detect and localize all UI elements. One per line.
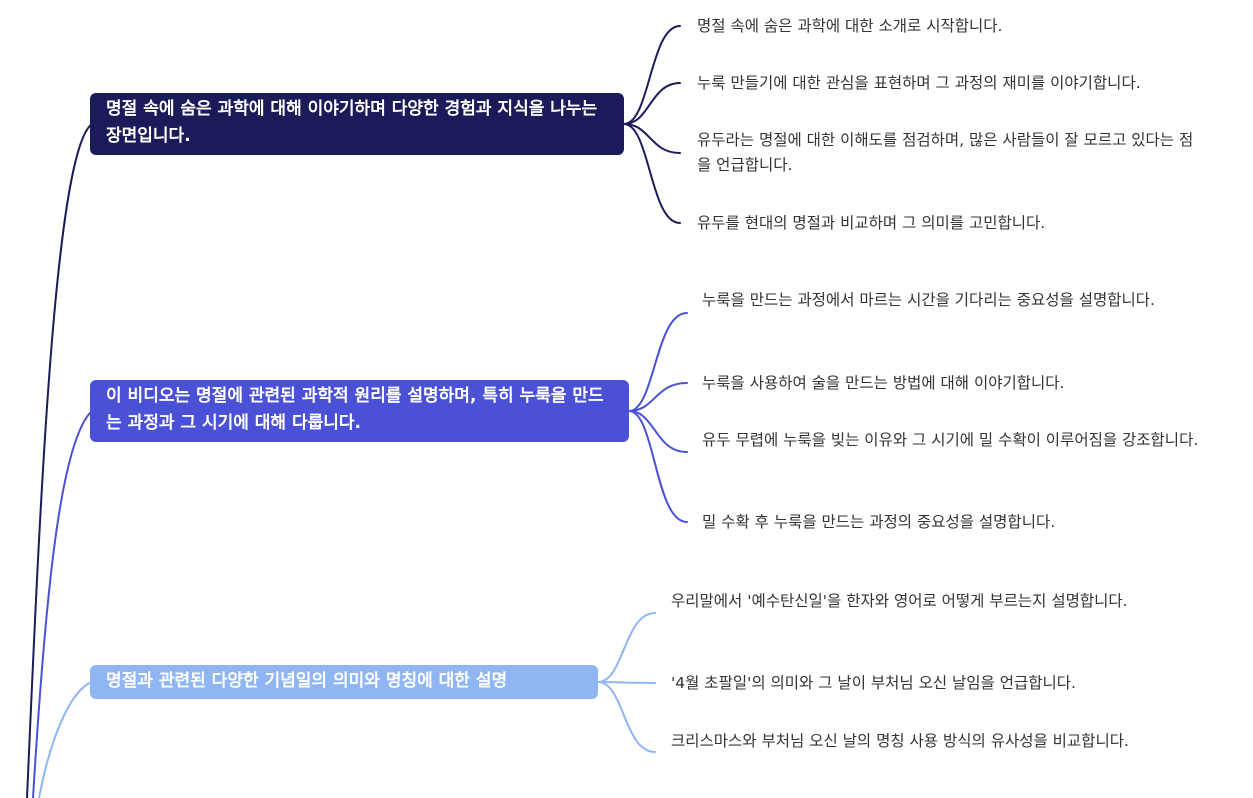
- topic-node-2[interactable]: 이 비디오는 명절에 관련된 과학적 원리를 설명하며, 특히 누룩을 만드는 …: [90, 380, 629, 442]
- detail-1-2[interactable]: 누룩 만들기에 대한 관심을 표현하며 그 과정의 재미를 이야기합니다.: [697, 74, 1141, 92]
- detail-link-2-4: [628, 410, 688, 523]
- detail-link-1-4: [623, 123, 681, 224]
- detail-link-1-1: [623, 25, 681, 125]
- detail-link-2-2: [628, 382, 688, 412]
- detail-3-2[interactable]: '4월 초팔일'의 의미와 그 날이 부처님 오신 날임을 언급합니다.: [671, 674, 1076, 692]
- detail-2-4[interactable]: 밀 수확 후 누룩을 만드는 과정의 중요성을 설명합니다.: [702, 513, 1056, 531]
- detail-1-1[interactable]: 명절 속에 숨은 과학에 대한 소개로 시작합니다.: [697, 17, 1003, 35]
- detail-2-3[interactable]: 유두 무렵에 누룩을 빚는 이유와 그 시기에 밀 수확이 이루어짐을 강조합니…: [702, 431, 1199, 449]
- detail-link-1-3: [623, 123, 681, 154]
- trunk-link-1: [26, 123, 93, 798]
- detail-link-3-2: [597, 681, 656, 684]
- detail-link-3-1: [597, 612, 656, 683]
- trunk-link-3: [38, 681, 93, 798]
- detail-2-2[interactable]: 누룩을 사용하여 술을 만드는 방법에 대해 이야기합니다.: [702, 374, 1065, 392]
- detail-2-1[interactable]: 누룩을 만드는 과정에서 마르는 시간을 기다리는 중요성을 설명합니다.: [702, 291, 1155, 309]
- topic-node-1[interactable]: 명절 속에 숨은 과학에 대해 이야기하며 다양한 경험과 지식을 나누는 장면…: [90, 93, 624, 155]
- detail-1-3[interactable]: 유두라는 명절에 대한 이해도를 점검하며, 많은 사람들이 잘 모르고 있다는…: [697, 131, 1194, 174]
- detail-link-3-3: [597, 681, 656, 753]
- topic-node-3[interactable]: 명절과 관련된 다양한 기념일의 의미와 명칭에 대한 설명: [90, 665, 598, 699]
- detail-link-2-3: [628, 410, 688, 453]
- detail-link-1-2: [623, 82, 681, 125]
- trunk-link-2: [32, 410, 93, 798]
- detail-link-2-1: [628, 312, 688, 412]
- detail-3-1[interactable]: 우리말에서 '예수탄신일'을 한자와 영어로 어떻게 부르는지 설명합니다.: [671, 592, 1128, 610]
- detail-3-3[interactable]: 크리스마스와 부처님 오신 날의 명칭 사용 방식의 유사성을 비교합니다.: [671, 732, 1129, 750]
- detail-1-4[interactable]: 유두를 현대의 명절과 비교하며 그 의미를 고민합니다.: [697, 214, 1046, 232]
